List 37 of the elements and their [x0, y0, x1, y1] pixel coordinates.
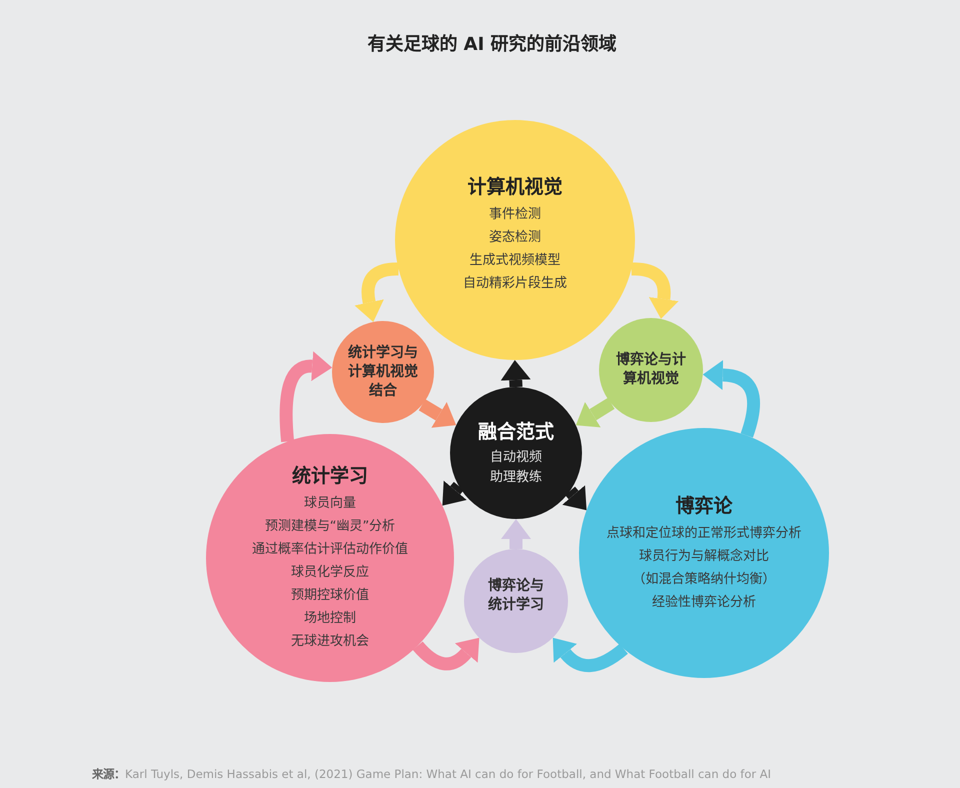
circle-label: 博弈论与计算机视觉 — [615, 351, 687, 389]
circle-label: 统计学习与计算机视觉结合 — [347, 344, 419, 400]
list-item: 自动精彩片段生成 — [463, 274, 567, 292]
list-item: 经验性博弈论分析 — [652, 594, 756, 612]
arrow — [354, 262, 399, 322]
list-item: 无球进攻机会 — [291, 632, 369, 651]
list-item: 生成式视频模型 — [470, 252, 560, 270]
title: 有关足球的 AI 研究的前沿领域 — [367, 33, 617, 55]
arrow — [576, 398, 615, 428]
arrow — [412, 638, 480, 670]
list-item: 球员行为与解概念对比 — [639, 548, 769, 566]
list-item: 球员向量 — [304, 494, 356, 513]
list-item: 姿态检测 — [489, 228, 541, 246]
circle-heading: 计算机视觉 — [468, 174, 562, 200]
arrow — [631, 262, 679, 320]
list-item: 预期控球价值 — [291, 586, 369, 605]
arrow — [280, 351, 332, 442]
list-item: 自动视频 — [490, 448, 542, 466]
arrow — [418, 399, 456, 428]
circle-label: 博弈论与统计学习 — [487, 577, 545, 615]
list-item: 助理教练 — [490, 468, 542, 486]
arrow — [562, 485, 587, 510]
list-item: 通过概率估计评估动作价值 — [252, 540, 408, 559]
arrow — [501, 519, 531, 549]
circle-heading: 统计学习 — [292, 464, 368, 489]
arrow — [552, 638, 628, 672]
list-item: 点球和定位球的正常形式博弈分析 — [606, 524, 802, 542]
circle-heading: 融合范式 — [478, 420, 554, 444]
source-note: 来源：Karl Tuyls, Demis Hassabis et al, (2021) Game Plan: What AI can do for Football, and What Football can do for AI — [92, 766, 772, 781]
circle-heading: 博弈论 — [676, 494, 732, 518]
list-item: 预测建模与“幽灵”分析 — [264, 518, 396, 536]
list-item: 事件检测 — [489, 206, 541, 224]
arrow — [442, 480, 467, 506]
arrow — [500, 360, 531, 388]
list-item: （如混合策略纳什均衡） — [632, 570, 776, 588]
list-item: 场地控制 — [304, 610, 356, 628]
list-item: 球员化学反应 — [291, 564, 369, 582]
